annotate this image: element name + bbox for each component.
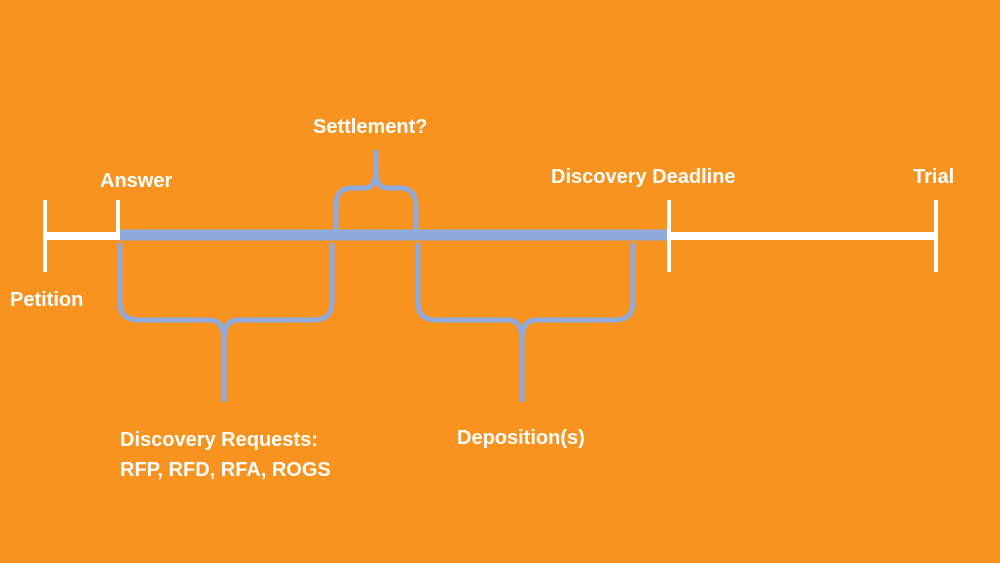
label-trial: Trial — [913, 166, 955, 188]
label-discovery-deadline: Discovery Deadline — [551, 166, 736, 188]
label-settlement: Settlement? — [313, 116, 428, 138]
label-discovery-requests-types: RFP, RFD, RFA, ROGS — [120, 459, 331, 481]
brace-settlement — [333, 150, 419, 232]
brace-discovery-requests — [117, 243, 335, 402]
label-discovery-requests-title: Discovery Requests: — [120, 429, 318, 451]
label-petition: Petition — [10, 289, 84, 311]
label-answer: Answer — [100, 170, 173, 192]
brace-depositions — [415, 243, 636, 402]
label-depositions: Deposition(s) — [457, 427, 585, 449]
